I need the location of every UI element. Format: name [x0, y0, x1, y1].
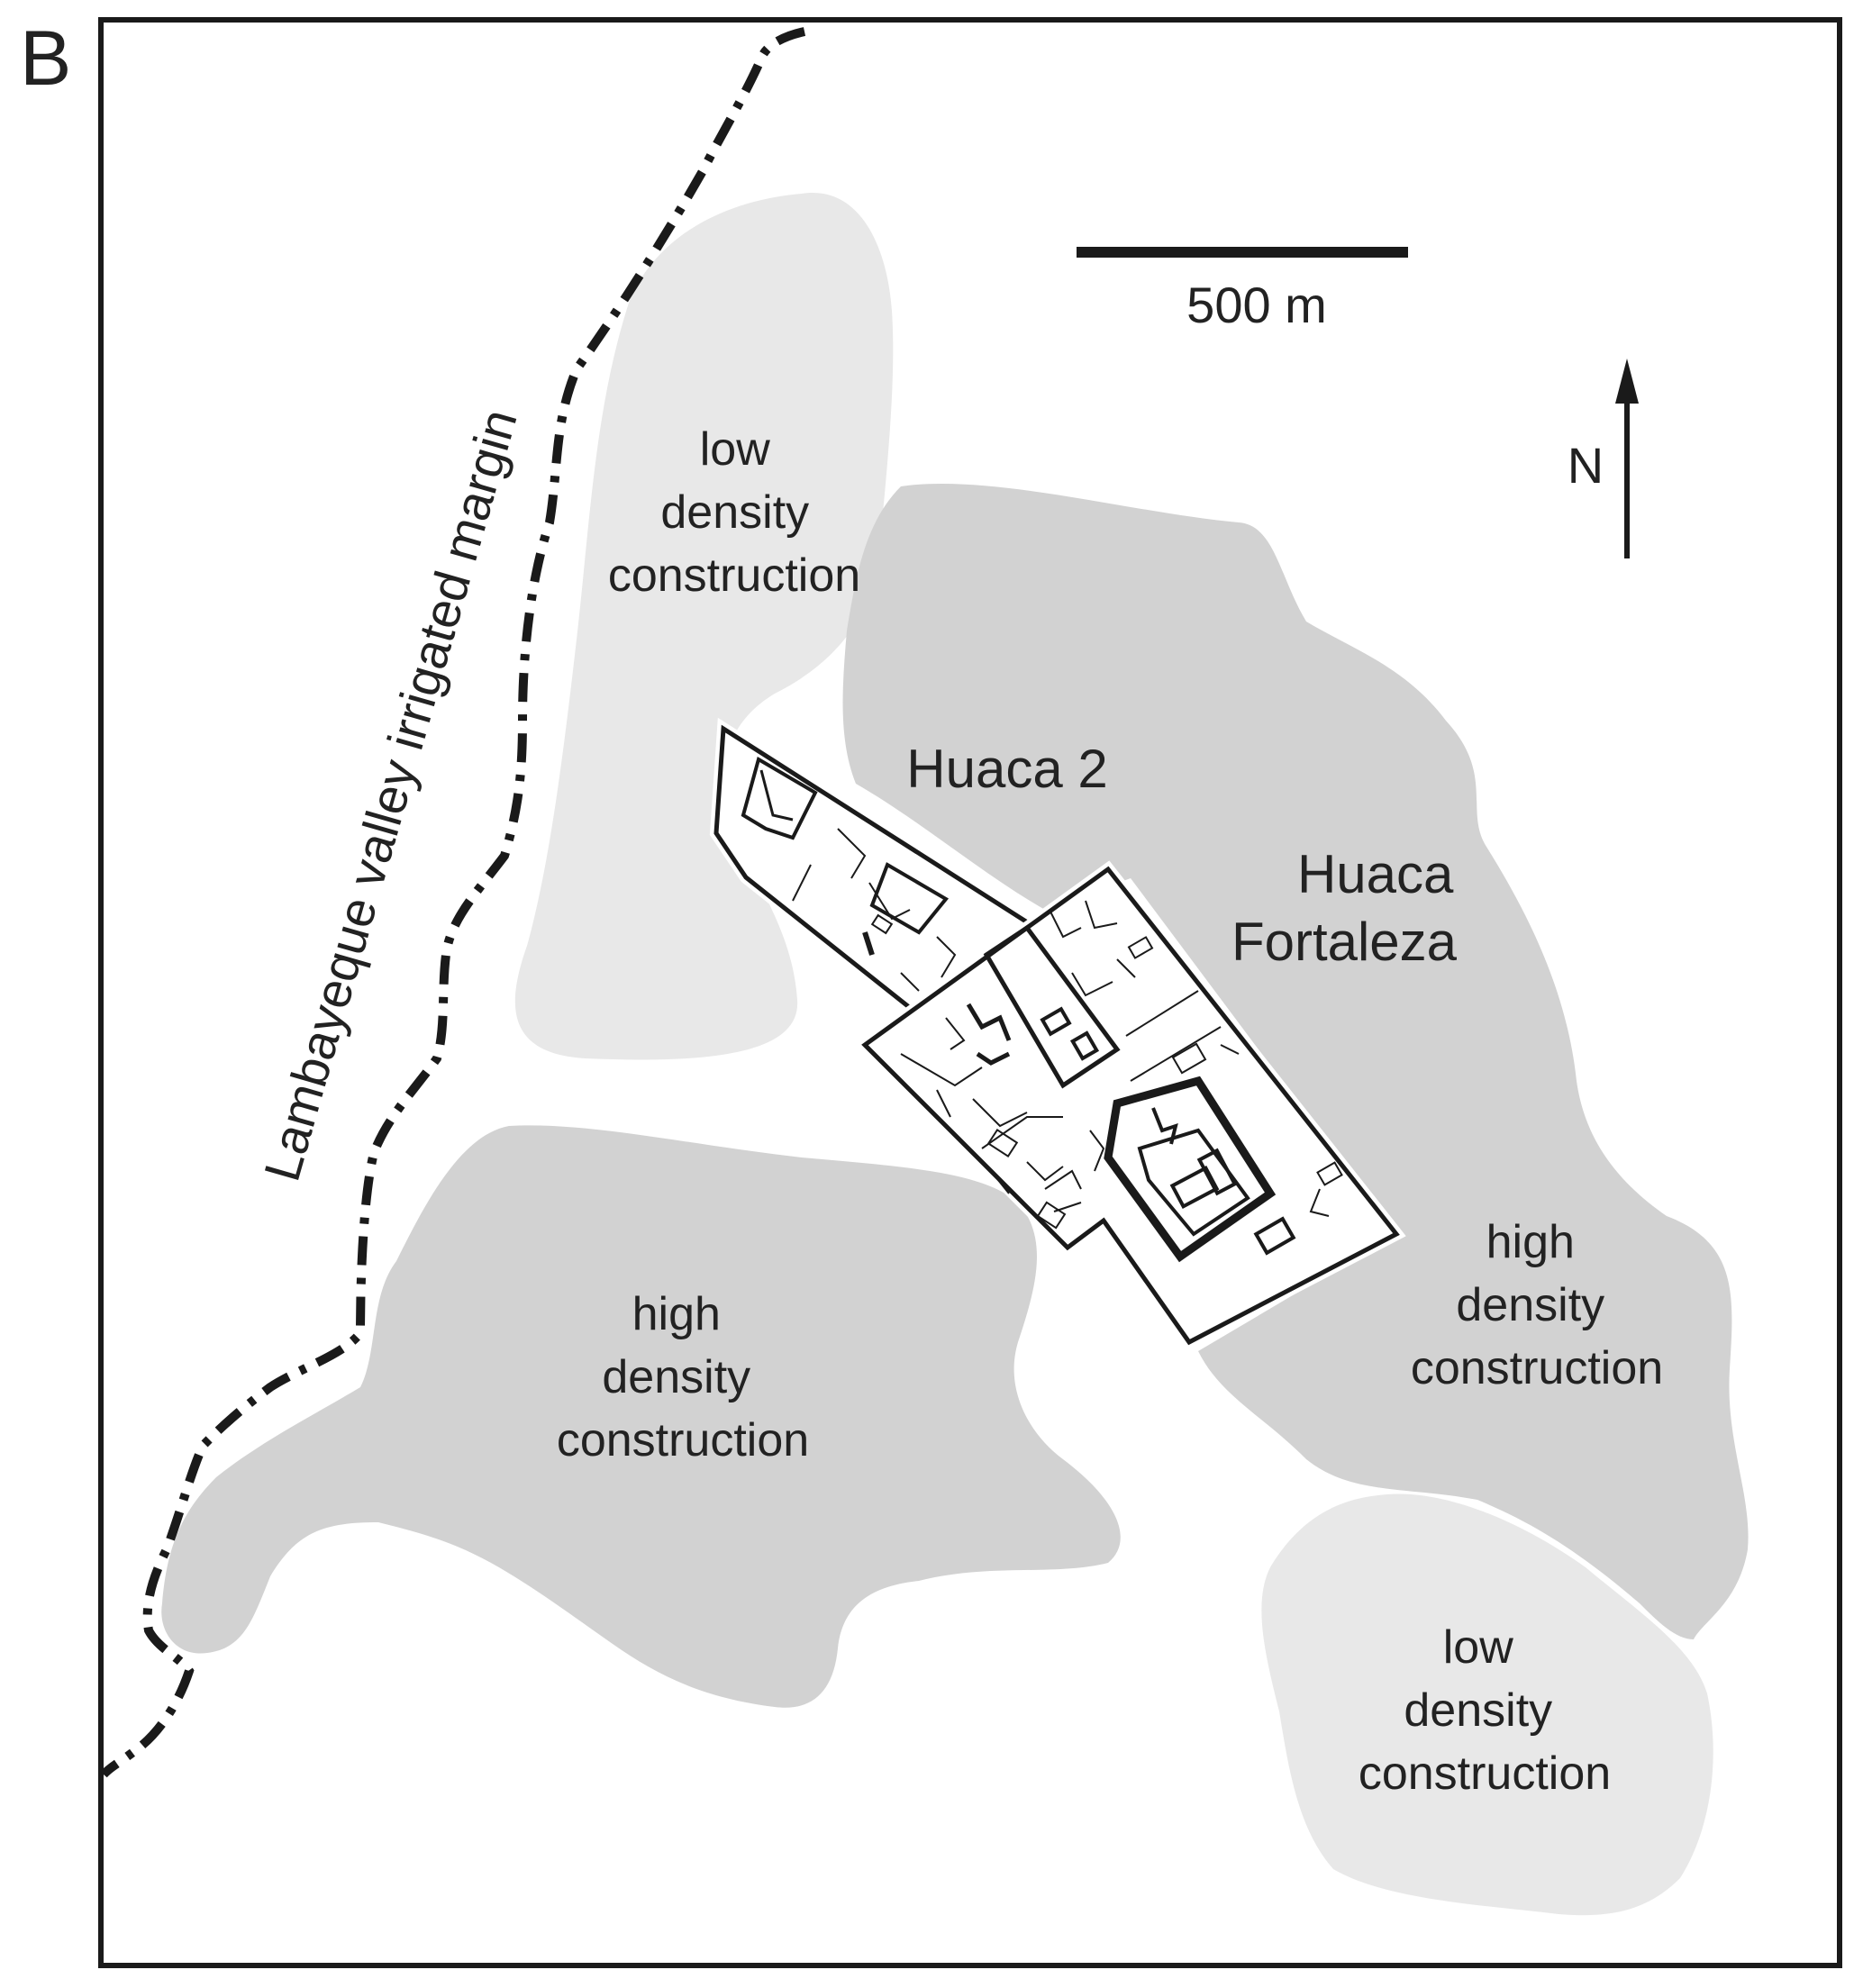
huaca-fortaleza-main-mound-inner	[1137, 1128, 1250, 1237]
zone-label-line: density	[602, 1351, 750, 1403]
panel-letter: B	[20, 15, 72, 102]
zone-label-high-density-east: high density construction	[1411, 1216, 1663, 1394]
huaca-2-wall-a	[837, 828, 867, 879]
zone-low-density-southeast	[1261, 1493, 1713, 1916]
huaca-fortaleza-complex	[855, 860, 1406, 1351]
huaca-fortaleza-room-c	[1069, 1030, 1100, 1061]
huaca-fortaleza-room-a	[1253, 1216, 1296, 1256]
huaca-fortaleza-wall-g	[981, 1116, 1063, 1149]
site-label-line: Huaca	[1297, 844, 1454, 904]
huaca-2-complex	[709, 717, 1039, 1040]
huaca-fortaleza-wall-f	[972, 1098, 1028, 1128]
zone-label-line: construction	[608, 549, 860, 602]
zone-label-low-density-north: low density construction	[608, 423, 860, 602]
zone-label-line: low	[1443, 1621, 1513, 1674]
huaca-fortaleza-wall-h	[990, 1170, 1010, 1194]
north-arrow-head	[1615, 359, 1639, 404]
huaca-fortaleza-wall-q	[1130, 1026, 1222, 1082]
huaca-2-wall-d	[936, 936, 957, 978]
zone-label-line: low	[700, 423, 770, 476]
huaca-2-wall-b	[868, 882, 911, 921]
huaca-fortaleza-room-e	[1036, 1201, 1067, 1230]
zone-label-line: density	[660, 486, 809, 539]
huaca-fortaleza-wall-a	[966, 1003, 1012, 1041]
zone-high-density-west	[161, 1125, 1121, 1708]
huaca-fortaleza-wall-o	[1116, 958, 1136, 978]
huaca-fortaleza-platform-b	[1196, 1148, 1238, 1196]
irrigated-margin-line	[100, 27, 806, 1778]
huaca-fortaleza-wall-p	[1125, 990, 1199, 1037]
zone-label-line: high	[1486, 1216, 1575, 1268]
huaca-fortaleza-room-b	[1040, 1006, 1072, 1037]
zone-label-line: density	[1456, 1279, 1604, 1331]
huaca-2-wall-e	[900, 972, 920, 992]
huaca-2-enclosure	[713, 724, 1032, 1035]
zone-label-line: construction	[557, 1414, 809, 1466]
huaca-2-inner-wall	[759, 769, 794, 822]
huaca-fortaleza-wall-c	[945, 1017, 966, 1050]
north-arrow: N	[1568, 359, 1639, 558]
zone-label-line: density	[1404, 1684, 1552, 1737]
huaca-fortaleza-wall-s	[1309, 1188, 1330, 1217]
huaca-fortaleza-room-g	[1171, 1042, 1207, 1075]
huaca-fortaleza-enclosure	[861, 866, 1400, 1346]
site-label-line: Fortaleza	[1231, 912, 1458, 972]
huaca-fortaleza-main-mound-outer	[1104, 1076, 1277, 1263]
huaca-fortaleza-wall-r	[1220, 1044, 1240, 1055]
site-label-huaca-2: Huaca 2	[906, 739, 1107, 799]
huaca-fortaleza-sector-wall	[983, 924, 1121, 1089]
zone-high-density-east	[842, 483, 1749, 1639]
huaca-fortaleza-room-h	[1316, 1161, 1343, 1186]
huaca-fortaleza-annex-north	[1151, 1107, 1178, 1145]
huaca-fortaleza-room-f	[1127, 936, 1154, 959]
huaca-fortaleza-wall-b	[976, 1051, 1011, 1066]
huaca-fortaleza-wall-l	[1049, 909, 1082, 939]
huaca-fortaleza-wall-d	[900, 1053, 983, 1087]
zone-label-high-density-west: high density construction	[557, 1288, 809, 1466]
huaca-fortaleza-wall-n	[1071, 972, 1113, 997]
huaca-fortaleza-wall-e	[936, 1089, 951, 1118]
zone-label-line: high	[632, 1288, 721, 1340]
scale-bar-label: 500 m	[1186, 277, 1327, 333]
north-arrow-label: N	[1568, 437, 1604, 494]
zone-label-line: construction	[1411, 1342, 1663, 1394]
huaca-fortaleza-wall-m	[1085, 900, 1118, 930]
huaca-2-wall-f	[862, 931, 875, 956]
huaca-fortaleza-room-d	[986, 1128, 1019, 1158]
huaca-fortaleza-wall-i	[1026, 1161, 1064, 1182]
site-label-huaca-fortaleza: Huaca Fortaleza	[1231, 844, 1468, 972]
zone-label-line: construction	[1359, 1747, 1611, 1800]
huaca-2-mound-north	[741, 756, 818, 840]
huaca-2-wall-c	[792, 864, 812, 902]
huaca-2-mound-central	[869, 862, 950, 935]
zone-low-density-north	[514, 193, 894, 1060]
zone-label-low-density-southeast: low density construction	[1359, 1621, 1611, 1800]
huaca-2-room-a	[870, 913, 894, 935]
huaca-fortaleza-wall-j	[1044, 1169, 1082, 1190]
huaca-fortaleza-wall-t	[1089, 1130, 1105, 1172]
